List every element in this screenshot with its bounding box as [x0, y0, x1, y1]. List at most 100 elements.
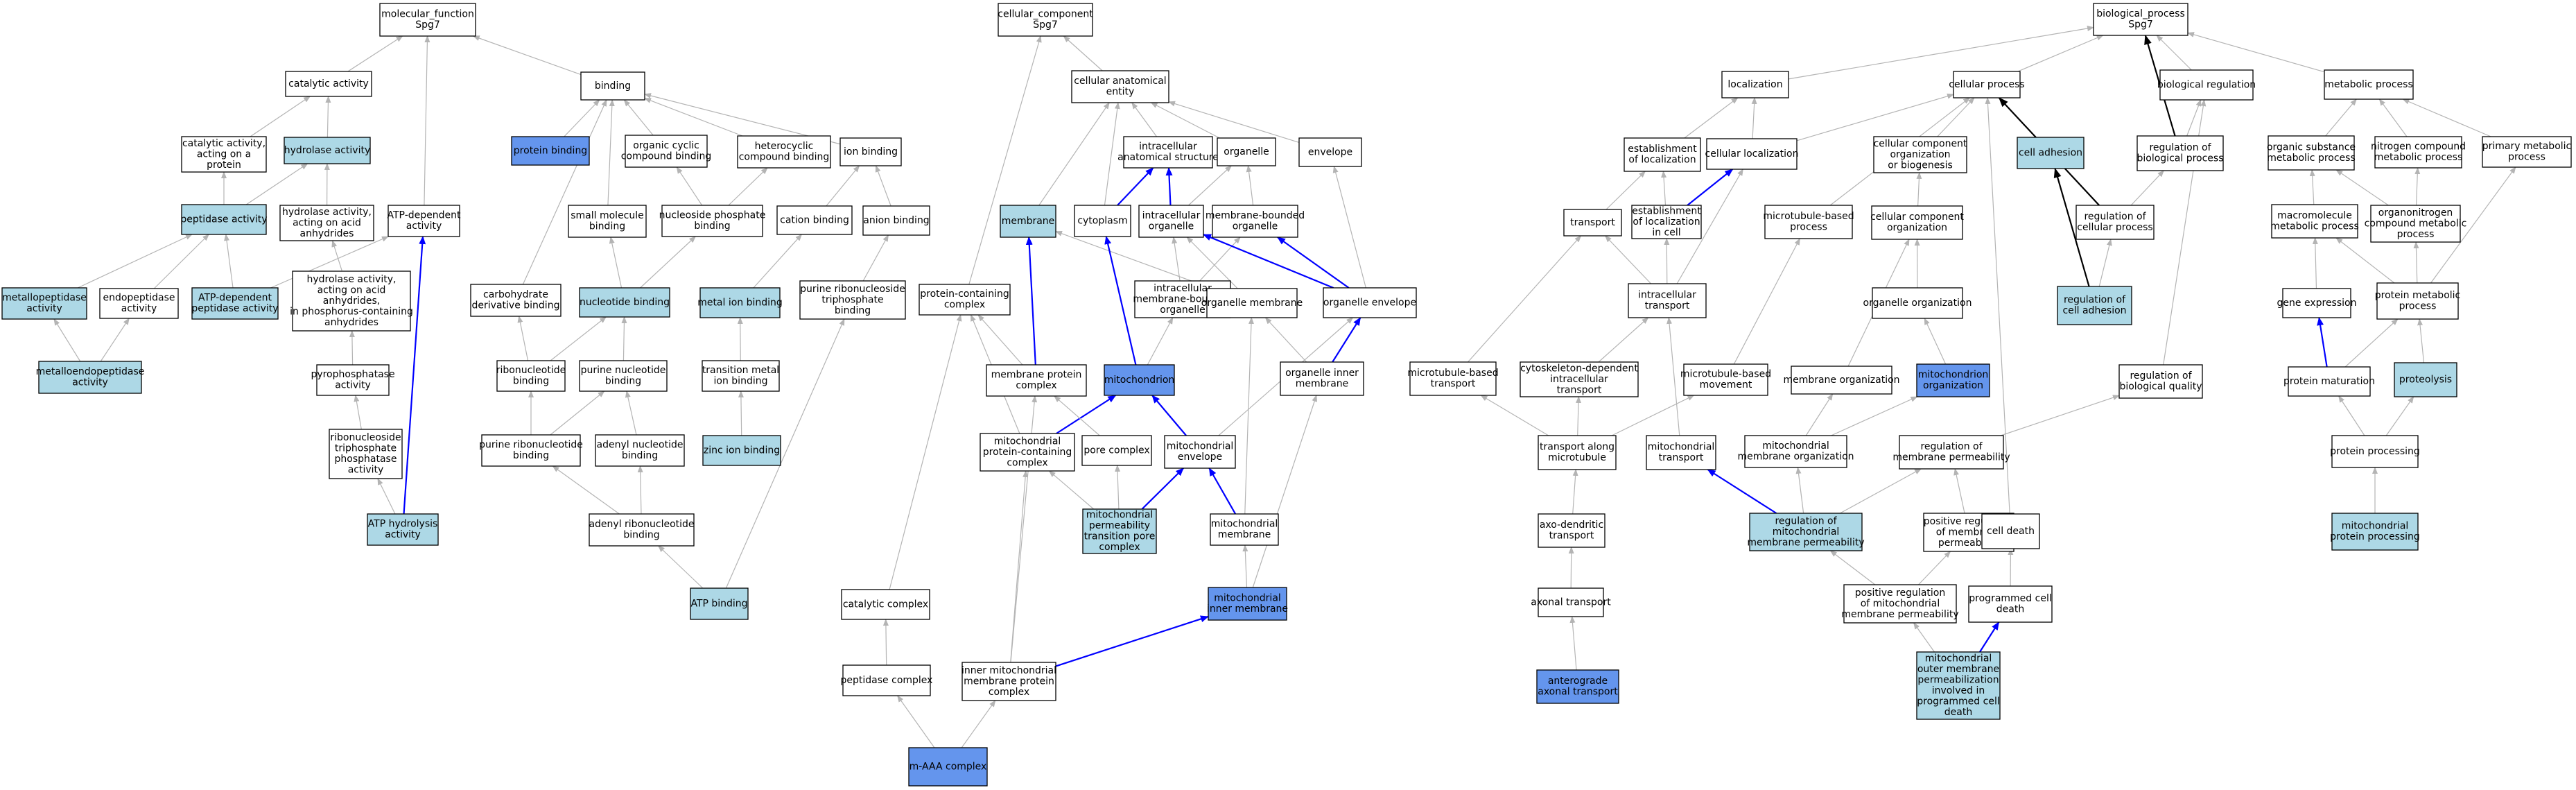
go-term-node-org[interactable]: organelle [1217, 137, 1276, 166]
go-term-node-rntp[interactable]: ribonucleosidetriphosphatephosphataseact… [329, 429, 403, 479]
go-term-node-pmat[interactable]: protein maturation [2283, 366, 2375, 397]
go-term-node-atpb[interactable]: ATP binding [690, 587, 749, 620]
go-term-node-ge[interactable]: gene expression [2277, 288, 2357, 318]
go-term-node-env[interactable]: envelope [1298, 137, 1362, 167]
go-term-node-mito[interactable]: mitochondrion [1104, 364, 1175, 396]
go-term-node-mib[interactable]: metal ion binding [697, 287, 783, 318]
go-term-node-cadh[interactable]: cell adhesion [2017, 137, 2085, 169]
go-term-node-cyto[interactable]: cytoplasm [1074, 205, 1131, 237]
go-term-node-transp[interactable]: transport [1563, 209, 1622, 237]
go-term-node-catb[interactable]: cation binding [776, 205, 853, 235]
go-term-node-nucb[interactable]: nucleotide binding [579, 287, 670, 318]
go-term-node-ionb[interactable]: ion binding [839, 137, 902, 166]
go-term-node-cloc[interactable]: cellular localization [1705, 138, 1799, 170]
go-term-node-protb[interactable]: protein binding [511, 136, 590, 166]
go-term-node-anb[interactable]: anion binding [862, 205, 930, 236]
go-term-node-breg[interactable]: biological regulation [2157, 69, 2256, 101]
go-term-node-cp[interactable]: cellular process [1949, 71, 2025, 98]
go-term-node-prot[interactable]: proteolysis [2394, 362, 2457, 397]
go-term-node-cat[interactable]: catalytic activity [285, 71, 372, 97]
go-term-node-axt[interactable]: axonal transport [1531, 587, 1611, 617]
go-term-node-memorg[interactable]: membrane organization [1783, 366, 1900, 395]
go-term-node-oo[interactable]: organelle organization [1863, 287, 1972, 319]
go-term-node-bind[interactable]: binding [580, 71, 645, 101]
go-term-node-hydacid[interactable]: hydrolase activity,acting on acidanhydri… [279, 205, 374, 241]
go-term-node-hyd[interactable]: hydrolase activity [284, 137, 371, 164]
go-term-node-orgm[interactable]: organelle membrane [1201, 288, 1303, 318]
go-term-node-loc[interactable]: localization [1721, 71, 1789, 98]
go-term-node-hydphos[interactable]: hydrolase activity,acting on acidanhydri… [290, 271, 413, 332]
go-term-node-orge[interactable]: organelle envelope [1323, 287, 1417, 318]
go-term-node-catc[interactable]: catalytic complex [841, 589, 930, 620]
go-term-node-pproc[interactable]: protein processing [2330, 435, 2420, 468]
go-term-node-cdeath[interactable]: cell death [1981, 513, 2040, 549]
go-term-node-pore[interactable]: pore complex [1081, 435, 1152, 466]
go-term-node-maaa[interactable]: m-AAA complex [908, 747, 988, 787]
go-term-node-pepc[interactable]: peptidase complex [841, 664, 933, 696]
